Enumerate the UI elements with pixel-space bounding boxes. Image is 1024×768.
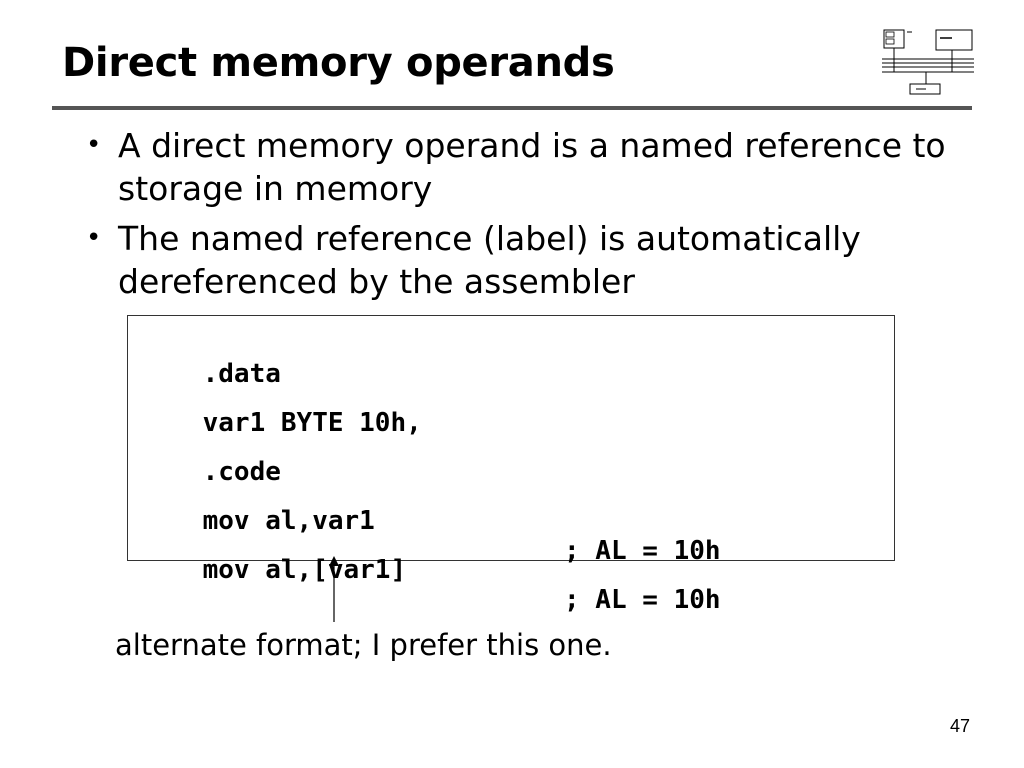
- bullet-dot-icon: •: [86, 130, 102, 160]
- code-text: .code: [202, 457, 281, 487]
- bullet-item: • A direct memory operand is a named ref…: [86, 124, 966, 210]
- code-comment: ; AL = 10h: [564, 585, 721, 615]
- code-line: mov al,[var1] ; AL = 10h: [140, 525, 880, 615]
- code-line: mov al,var1 ; AL = 10h: [140, 476, 880, 566]
- slide-title: Direct memory operands: [62, 40, 615, 86]
- arrow-up-icon: [329, 556, 339, 622]
- bullet-text: The named reference (label) is automatic…: [118, 219, 861, 301]
- code-comment: ; AL = 10h: [564, 536, 721, 566]
- code-line: .data: [140, 329, 281, 389]
- code-line: var1 BYTE 10h,: [140, 378, 422, 438]
- bullet-dot-icon: •: [86, 223, 102, 253]
- code-box: .data var1 BYTE 10h, .code mov al,var1 ;…: [127, 315, 895, 615]
- bullet-list: • A direct memory operand is a named ref…: [86, 124, 966, 310]
- page-number: 47: [950, 716, 971, 736]
- code-text: var1 BYTE 10h,: [202, 408, 422, 438]
- computer-architecture-diagram-icon: [882, 29, 974, 95]
- code-text: .data: [202, 359, 281, 389]
- code-line: .code: [140, 427, 281, 487]
- code-text: mov al,[var1]: [202, 555, 407, 585]
- annotation-text: alternate format; I prefer this one.: [115, 628, 612, 662]
- bullet-text: A direct memory operand is a named refer…: [118, 126, 946, 208]
- bullet-item: • The named reference (label) is automat…: [86, 217, 966, 303]
- title-underline: [52, 106, 972, 110]
- code-text: mov al,var1: [202, 506, 375, 536]
